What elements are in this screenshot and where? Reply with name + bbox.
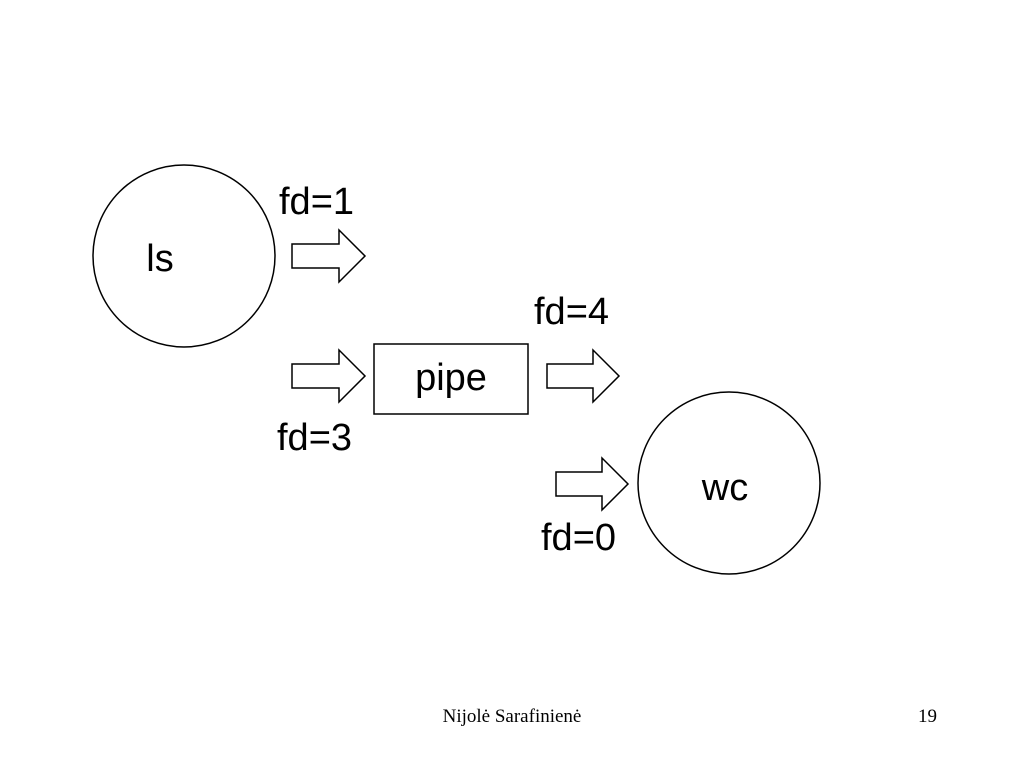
ls-stdout-fd-label: fd=1 — [279, 181, 354, 223]
wc-process-node: wc — [637, 391, 821, 575]
pipe-write-fd-label: fd=3 — [277, 417, 352, 459]
pipe-node: pipe — [373, 343, 529, 415]
wc-label: wc — [701, 467, 748, 509]
wc-input-arrow — [555, 456, 630, 512]
ls-output-arrow — [291, 228, 367, 284]
pipe-input-arrow — [291, 348, 367, 404]
ls-label: ls — [146, 238, 173, 280]
pipe-label: pipe — [415, 357, 487, 399]
pipe-read-fd-label: fd=4 — [534, 291, 609, 333]
ls-circle — [92, 164, 276, 348]
page-number: 19 — [918, 706, 937, 727]
footer-author: Nijolė Sarafinienė — [442, 706, 582, 727]
ls-process-node: ls — [92, 164, 276, 348]
pipe-box — [373, 343, 529, 415]
wc-circle — [637, 391, 821, 575]
wc-stdin-fd-label: fd=0 — [541, 517, 616, 559]
pipe-output-arrow — [546, 348, 621, 404]
